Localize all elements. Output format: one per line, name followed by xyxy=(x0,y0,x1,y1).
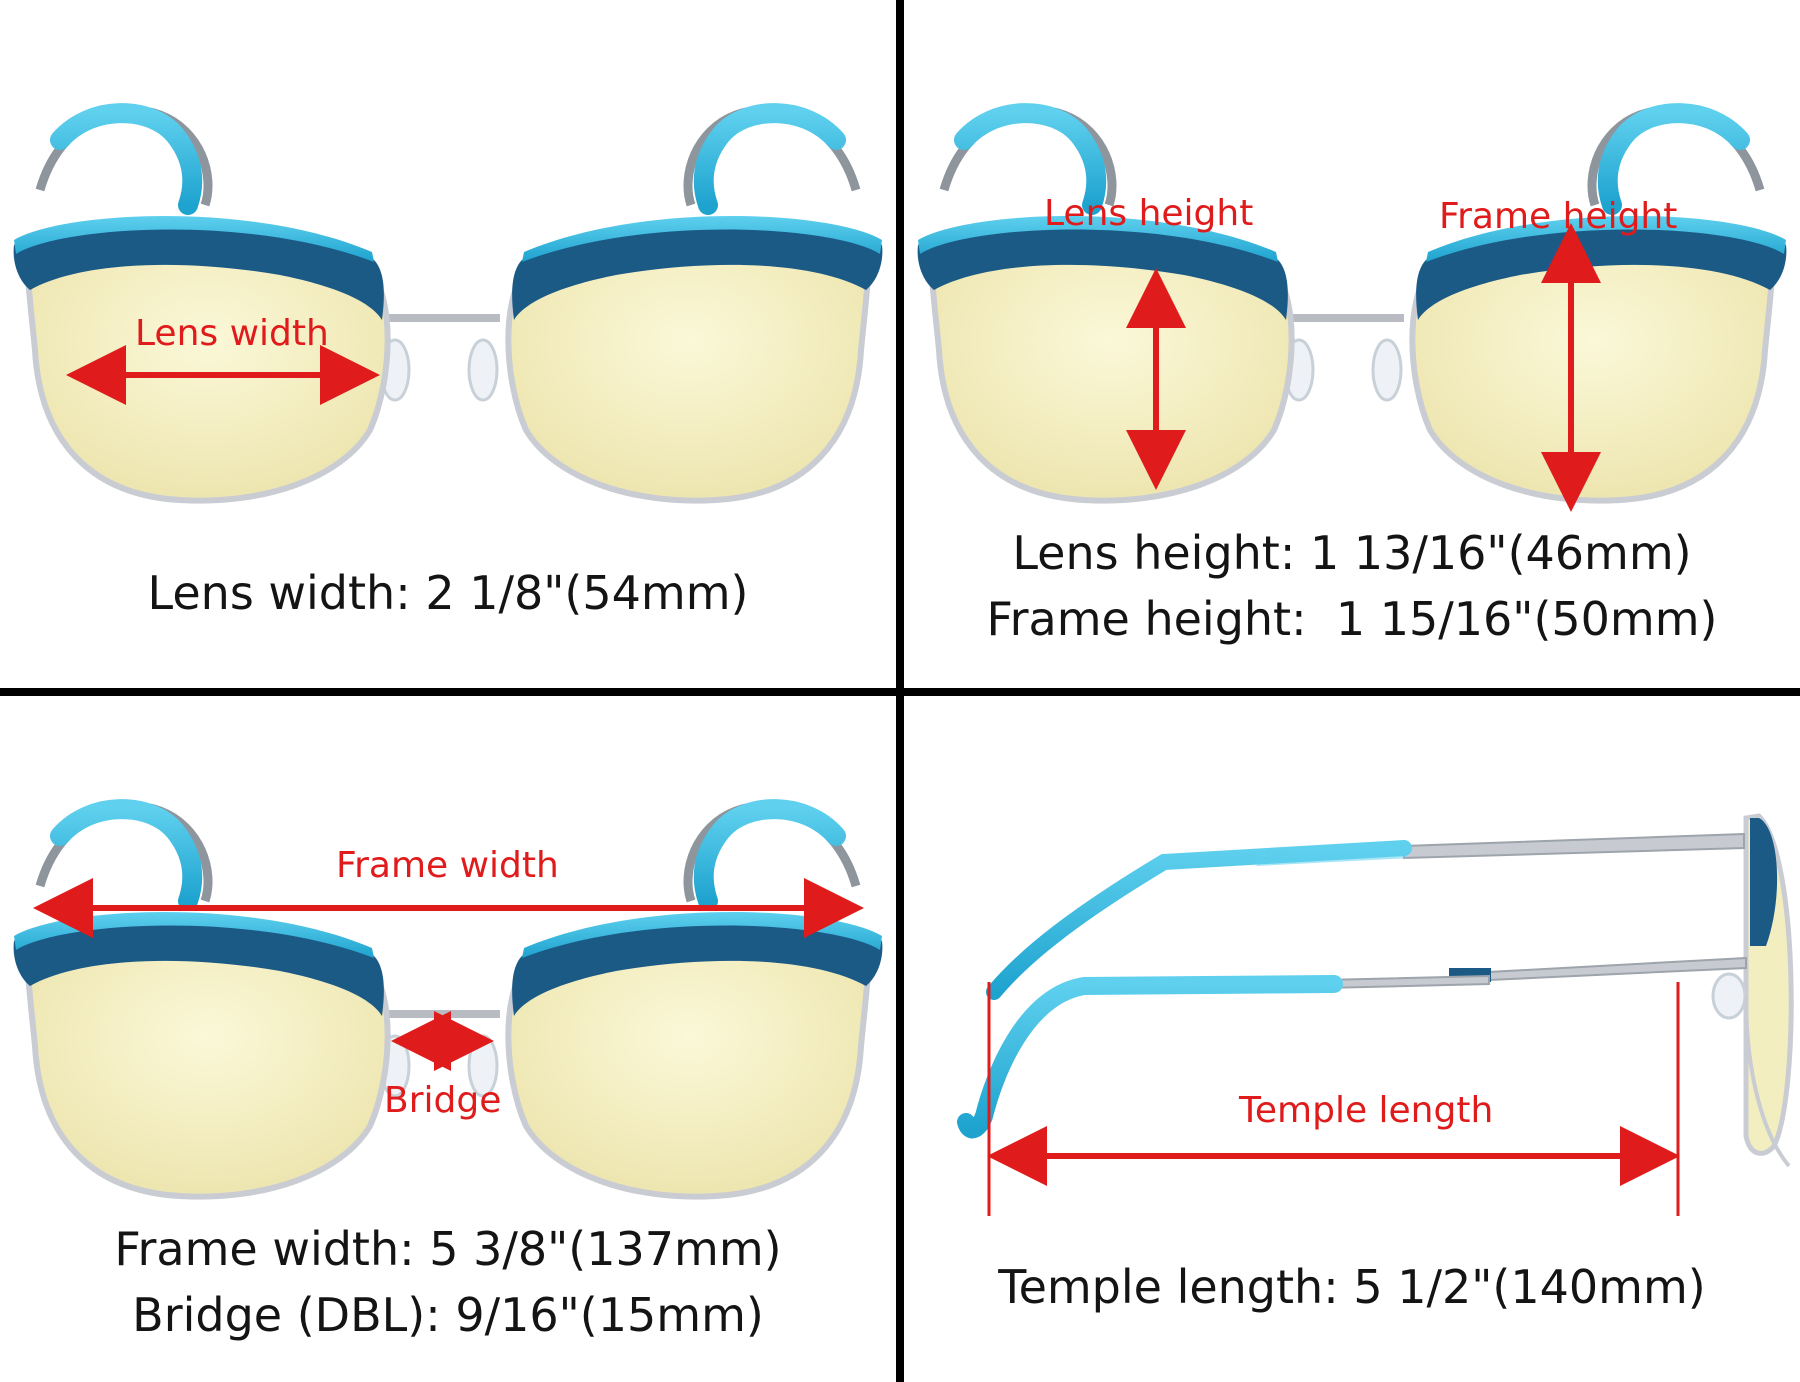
lens-height-label: Lens height xyxy=(1044,193,1253,234)
temple-length-label: Temple length xyxy=(1238,1090,1493,1131)
horizontal-divider xyxy=(0,688,1800,696)
bridge-caption: Bridge (DBL): 9/16"(15mm) xyxy=(132,1288,764,1342)
glasses-front-image: Lens width xyxy=(0,0,896,688)
panel-lens-width: Lens width Lens width: 2 1/8"(54mm) xyxy=(0,0,896,688)
frame-height-caption: Frame height: 1 15/16"(50mm) xyxy=(986,592,1718,646)
temple-length-caption: Temple length: 5 1/2"(140mm) xyxy=(998,1260,1706,1314)
panel-frame-bridge: Frame width Bridge Frame width: 5 3/8"(1… xyxy=(0,696,896,1382)
bridge-label: Bridge xyxy=(384,1080,501,1121)
glasses-side-image: LX19030 B40 CE MADE IN CHINA Temple leng… xyxy=(957,813,1794,1216)
glasses-front-image: Frame width Bridge xyxy=(0,696,896,1382)
panel-heights: Lens height Frame height Lens height: 1 … xyxy=(904,0,1800,688)
panel-temple-length: LX19030 B40 CE MADE IN CHINA Temple leng… xyxy=(904,696,1800,1382)
lens-width-label: Lens width xyxy=(135,313,329,354)
lens-height-caption: Lens height: 1 13/16"(46mm) xyxy=(1012,526,1692,580)
lens-width-caption: Lens width: 2 1/8"(54mm) xyxy=(147,566,749,620)
frame-width-label: Frame width xyxy=(336,845,559,886)
frame-height-label: Frame height xyxy=(1439,196,1677,237)
frame-width-caption: Frame width: 5 3/8"(137mm) xyxy=(114,1222,782,1276)
glasses-front-image: Lens height Frame height xyxy=(904,0,1800,512)
